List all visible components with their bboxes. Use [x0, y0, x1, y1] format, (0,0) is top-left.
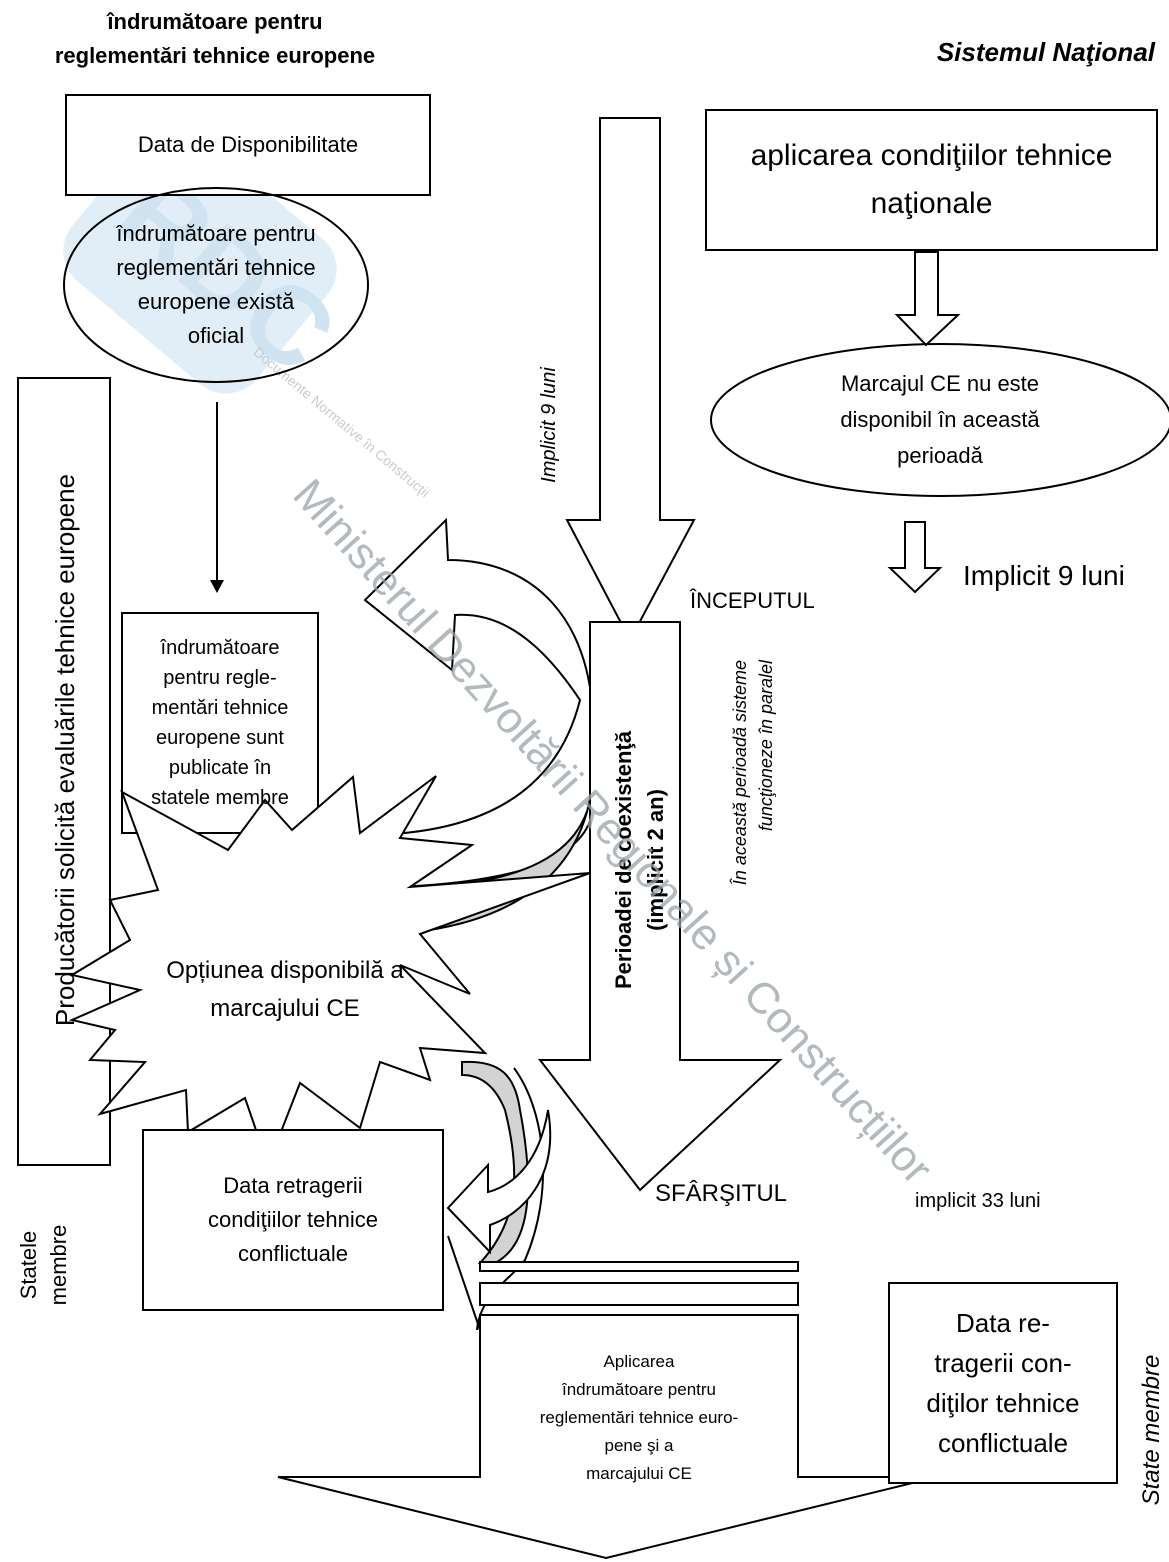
withdrawal-connector — [447, 1235, 481, 1331]
implicit-33: implicit 33 luni — [915, 1190, 1041, 1212]
ce-unavailable-label: Marcajul CE nu este disponibil în aceast… — [840, 371, 1040, 468]
application-label: Aplicarea îndrumătoare pentru reglementă… — [539, 1352, 739, 1483]
published-box-label: îndrumătoare pentru regle- mentări tehni… — [151, 637, 289, 809]
producers-box — [17, 377, 111, 1166]
plate-middle — [479, 1282, 799, 1306]
thin-arrow-head — [210, 580, 224, 593]
withdrawal-box-left — [142, 1129, 444, 1311]
national-conditions-box — [705, 109, 1158, 251]
coexistence-line-2: (implicit 2 an) — [643, 789, 668, 931]
header-left-title: îndrumătoare pentru reglementări tehnice… — [54, 9, 376, 68]
withdrawal-left-label: Data retragerii condiţiilor tehnice conf… — [208, 1173, 378, 1266]
implicit-9-vertical: Implicit 9 luni — [538, 367, 560, 483]
implicit-9-arrow — [565, 117, 696, 643]
implicit-9-right: Implicit 9 luni — [963, 560, 1125, 591]
member-states-left: Statele membre — [16, 1224, 71, 1306]
curved-arrow-to-published — [361, 517, 596, 890]
national-conditions-label: aplicarea condiţiilor tehnice naţionale — [750, 139, 1113, 220]
header-right-title: Sistemul Naţional — [936, 37, 1155, 67]
plate-top — [479, 1261, 799, 1272]
availability-box — [65, 94, 431, 196]
option-starburst — [68, 775, 591, 1168]
application-arrow — [277, 1314, 938, 1560]
arrow-to-withdrawal — [446, 1109, 552, 1255]
coexistence-line-1: Perioadei de coexistenţă — [611, 731, 636, 989]
published-box — [121, 612, 319, 834]
ce-next-arrow — [887, 521, 943, 594]
exists-ellipse-label: îndrumătoare pentru reglementări tehnice… — [116, 221, 316, 348]
start-label: ÎNCEPUTUL — [690, 588, 815, 613]
producers-label: Producătorii solicită evaluările tehnice… — [50, 473, 80, 1027]
coexistence-label: Perioadei de coexistenţă (implicit 2 an) — [608, 640, 672, 1080]
withdrawal-right-label: Data re- tragerii con- diţilor tehnice c… — [926, 1308, 1080, 1458]
coexistence-arrow — [537, 621, 783, 1192]
option-starburst-label: Opțiunea disponibilă a marcajului CE — [166, 957, 404, 1022]
exists-ellipse — [63, 187, 369, 383]
member-states-right: State membre — [1138, 1354, 1165, 1506]
withdrawal-box-right — [888, 1282, 1118, 1484]
parallel-note: În această perioadă sisteme funcţioneze … — [730, 660, 776, 886]
availability-box-label: Data de Disponibilitate — [137, 132, 359, 157]
ce-unavailable-ellipse — [710, 343, 1169, 497]
end-label: SFÂRŞITUL — [655, 1180, 788, 1207]
national-to-ce-arrow — [894, 251, 961, 347]
